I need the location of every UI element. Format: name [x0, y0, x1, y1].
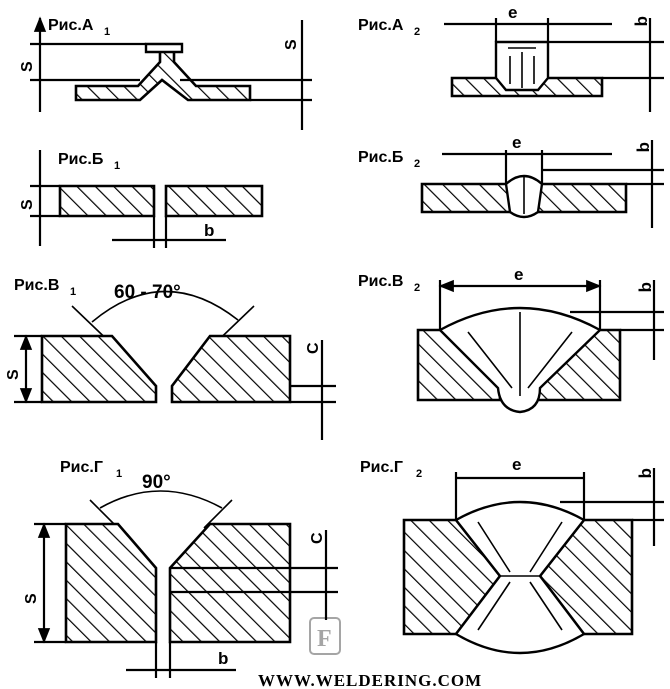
figure-v1-title: Рис.В	[14, 277, 59, 294]
dim-b-b1: b	[204, 221, 214, 240]
dim-q-b2: q	[636, 142, 655, 152]
angle-arc-g1	[99, 490, 223, 509]
figure-g1-subscript: 1	[116, 468, 122, 480]
figure-b1-title: Рис.Б	[58, 151, 103, 168]
dim-q-v2: q	[638, 282, 657, 292]
figure-b1-subscript: 1	[114, 160, 120, 172]
figure-g2: Рис.Г 2 e q	[360, 455, 664, 655]
figure-v2-title: Рис.В	[358, 273, 403, 290]
dim-b-g1: b	[218, 649, 228, 668]
figure-g1-title: Рис.Г	[60, 459, 103, 476]
figure-a2-subscript: 2	[414, 26, 420, 38]
dim-s-g1: S	[23, 593, 40, 604]
figure-g2-subscript: 2	[416, 468, 422, 480]
dim-e-g2: e	[512, 455, 521, 474]
angle-g1: 90°	[142, 472, 171, 493]
plate-v1-right	[170, 334, 292, 404]
angle-arc-v1	[91, 290, 239, 323]
figure-a2: Рис.А 2 e q	[358, 3, 664, 112]
dim-s-b1: S	[19, 199, 36, 210]
figure-a1: Рис.А 1 S S	[19, 16, 312, 130]
figure-a2-title: Рис.А	[358, 17, 404, 34]
figure-a1-subscript: 1	[104, 26, 110, 38]
bevel-guide-g1-right	[203, 499, 233, 529]
weld-g2-lines	[477, 521, 563, 631]
angle-v1: 60 - 70°	[114, 282, 181, 303]
plate-flanged	[74, 48, 252, 102]
dim-q-g2: q	[638, 468, 657, 478]
dim-e-b2: e	[512, 133, 521, 152]
figure-v1: Рис.В 1 60 - 70° S C	[5, 277, 336, 440]
figure-a1-title: Рис.А	[48, 17, 94, 34]
figure-v2-subscript: 2	[414, 282, 420, 294]
dim-c-g1: C	[309, 532, 326, 544]
figure-b2: Рис.Б 2 e q	[358, 133, 664, 228]
plate-v1-left	[40, 334, 158, 404]
figure-g1: Рис.Г 1 90° S C b	[23, 459, 338, 678]
figure-b2-title: Рис.Б	[358, 149, 403, 166]
figure-v1-subscript: 1	[70, 286, 76, 298]
dim-e-a2: e	[508, 3, 517, 22]
watermark-logo-icon	[309, 617, 341, 655]
figure-b1: Рис.Б 1 S b	[19, 150, 264, 248]
dim-s-left: S	[19, 61, 36, 72]
dim-e-v2: e	[514, 265, 523, 284]
figure-b2-subscript: 2	[414, 158, 420, 170]
plate-g1-right	[168, 522, 292, 644]
figure-v2: Рис.В 2 e q	[358, 265, 664, 414]
watermark-logo-letter: F	[317, 626, 332, 652]
figure-g2-title: Рис.Г	[360, 459, 403, 476]
plate-b1-left	[58, 184, 156, 218]
plate-g1-left	[64, 522, 158, 644]
dim-s-v1: S	[5, 369, 22, 380]
dim-q-a2: q	[634, 16, 653, 26]
weld-a2-lines	[508, 47, 536, 88]
plate-b1-right	[164, 184, 264, 218]
watermark-text: WWW.WELDERING.COM	[258, 671, 482, 689]
weld-v2-lines	[467, 312, 573, 396]
flange-top	[144, 42, 184, 54]
dim-c-v1: C	[305, 342, 322, 354]
watermark: F	[309, 617, 341, 655]
dim-s-right: S	[283, 39, 300, 50]
